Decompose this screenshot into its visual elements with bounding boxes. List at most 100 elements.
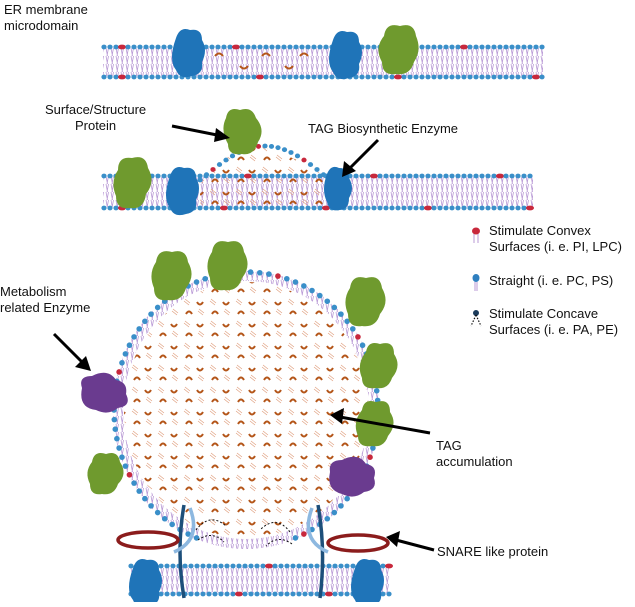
lipid-head [113, 205, 119, 211]
tag-accumulation-label: TAG accumulation [436, 438, 513, 469]
lipid-head [293, 173, 299, 179]
lipid-head [170, 591, 176, 597]
lipid-head [503, 173, 509, 179]
lipid-head [305, 205, 311, 211]
lipid-head [257, 205, 263, 211]
lipid-head [532, 74, 540, 80]
lipid-head [497, 205, 503, 211]
lipid-head [389, 173, 395, 179]
lipid-head [161, 173, 167, 179]
lipid-head [193, 279, 200, 285]
lipid-head [200, 591, 206, 597]
lipid-head [386, 591, 392, 597]
lipid-head [254, 563, 260, 569]
legend-concave-text: Stimulate Concave Surfaces (i. e. PA, PE… [489, 306, 619, 337]
lipid-head [131, 44, 137, 50]
lipid-head [260, 563, 266, 569]
lipid-head [272, 591, 278, 597]
lipid-head [425, 173, 431, 179]
lipid-head [290, 563, 296, 569]
legend-icons [470, 227, 482, 327]
snare-protein-label: SNARE like protein [437, 544, 549, 559]
arrowhead [330, 408, 344, 424]
surface-protein-blob [87, 453, 124, 495]
lipid-head [116, 445, 122, 451]
lipid-head [485, 74, 491, 80]
lipid-head [521, 74, 527, 80]
lipid-head [215, 44, 221, 50]
lipid-head [235, 591, 243, 597]
lipid-head [424, 205, 432, 211]
lipid-head [227, 74, 233, 80]
lipid-head [215, 205, 221, 211]
lipid-head [473, 44, 479, 50]
lipid-head [203, 74, 209, 80]
lipid-head [503, 74, 509, 80]
lipid-head [131, 74, 137, 80]
lipid-head [407, 173, 413, 179]
lipid-head [200, 563, 206, 569]
lipid-head [299, 205, 305, 211]
lipid-head [350, 563, 356, 569]
arrow [346, 138, 380, 172]
lipid-head [143, 205, 149, 211]
lipid-head [515, 173, 521, 179]
lipid-head [299, 173, 305, 179]
lipid-head [278, 563, 284, 569]
lipid-head [266, 591, 272, 597]
lipid-head [365, 173, 371, 179]
lipid-head [203, 172, 210, 178]
metabolism-enzyme-blob [81, 372, 128, 413]
tag-enzyme-blob [324, 166, 352, 211]
lipid-head [254, 591, 260, 597]
lipid-head [419, 173, 425, 179]
lipid-head [101, 173, 107, 179]
lipid-head [239, 74, 245, 80]
tag-core [124, 282, 368, 538]
lipid-head [359, 205, 365, 211]
lipid-head [136, 326, 143, 332]
lipid-head [401, 74, 407, 80]
tag-enzyme-blob [129, 559, 162, 607]
tag-lens-small [214, 52, 309, 70]
lipid-head [521, 173, 527, 179]
lipid-head [227, 44, 233, 50]
lipid-head [256, 74, 264, 80]
lipid-head [331, 304, 338, 311]
lipid-head [101, 205, 107, 211]
lipid-head [113, 74, 119, 80]
lipid-head [236, 563, 242, 569]
lipid-head [149, 44, 155, 50]
lipid-head [395, 205, 401, 211]
lipid-head [311, 74, 317, 80]
lipid-head [293, 74, 299, 80]
lipid-head [395, 173, 401, 179]
lipid-head [221, 173, 227, 179]
lipid-head [227, 173, 233, 179]
lipid-head [401, 205, 407, 211]
lipid-head [473, 205, 479, 211]
lipid-head [467, 44, 473, 50]
lipid-head [407, 205, 413, 211]
lipid-head [131, 334, 137, 340]
lipid-head [263, 205, 269, 211]
lipid-head [136, 488, 143, 494]
lipid-head [215, 173, 221, 179]
lipid-head [122, 463, 129, 469]
lipid-head [112, 426, 119, 433]
lipid-head [370, 173, 378, 179]
lipid-head [443, 205, 449, 211]
lipid-head [101, 74, 107, 80]
arrow [395, 538, 435, 552]
lipid-head [137, 44, 143, 50]
lipid-head [239, 44, 245, 50]
surface-protein-blob [378, 25, 419, 75]
lipid-head [324, 515, 331, 522]
lipid-head [449, 173, 455, 179]
lipid-head [143, 74, 149, 80]
lipid-head [275, 205, 281, 211]
lipid-head [212, 563, 218, 569]
lipid-head [460, 44, 468, 50]
snare-ring [326, 533, 390, 553]
lipid-head [527, 173, 533, 179]
